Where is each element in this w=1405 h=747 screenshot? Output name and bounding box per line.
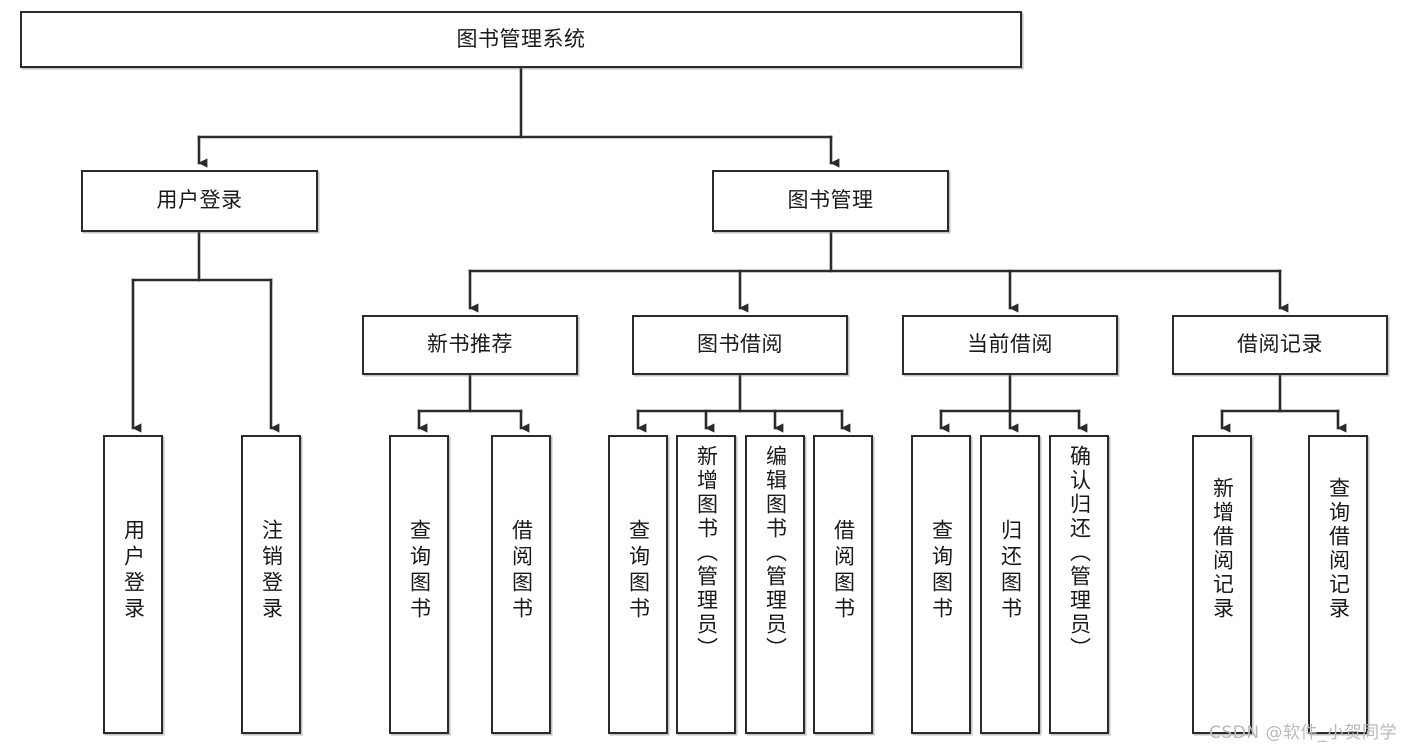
leaf-label-current-borrow-return: 归还图书 xyxy=(998,519,1023,623)
leaf-book-borrow-borrow[interactable]: 借阅图书 xyxy=(813,435,873,734)
leaf-label-book-borrow-borrow: 借阅图书 xyxy=(831,519,856,623)
node-book-management[interactable]: 图书管理 xyxy=(712,170,949,232)
leaf-label-current-borrow-query: 查询图书 xyxy=(929,519,954,623)
watermark-text: CSDN @软件_小贺同学 xyxy=(1209,723,1397,743)
node-label-book-borrow: 图书借阅 xyxy=(697,332,783,357)
leaf-user-login-login[interactable]: 用户登录 xyxy=(103,435,163,734)
leaf-label-current-borrow-confirm-return: 确认归还（管理员） xyxy=(1067,445,1092,661)
leaf-label-borrow-record-add: 新增借阅记录 xyxy=(1210,477,1235,621)
node-borrow-record[interactable]: 借阅记录 xyxy=(1172,315,1388,375)
node-label-borrow-record: 借阅记录 xyxy=(1237,332,1323,357)
leaf-label-user-login-login: 用户登录 xyxy=(121,519,146,623)
node-label-book-management: 图书管理 xyxy=(787,188,874,213)
node-label-new-book-recommend: 新书推荐 xyxy=(427,332,513,357)
leaf-borrow-record-query[interactable]: 查询借阅记录 xyxy=(1308,435,1368,734)
leaf-label-new-book-borrow: 借阅图书 xyxy=(509,519,534,623)
node-new-book-recommend[interactable]: 新书推荐 xyxy=(362,315,578,375)
node-label-root: 图书管理系统 xyxy=(456,26,586,51)
leaf-label-borrow-record-query: 查询借阅记录 xyxy=(1326,477,1351,621)
leaf-book-borrow-add[interactable]: 新增图书（管理员） xyxy=(676,435,736,734)
leaf-label-book-borrow-add: 新增图书（管理员） xyxy=(694,445,719,661)
leaf-new-book-query[interactable]: 查询图书 xyxy=(389,435,449,734)
node-user-login[interactable]: 用户登录 xyxy=(81,170,318,232)
node-label-user-login: 用户登录 xyxy=(156,188,243,213)
leaf-current-borrow-return[interactable]: 归还图书 xyxy=(980,435,1040,734)
leaf-book-borrow-query[interactable]: 查询图书 xyxy=(608,435,668,734)
node-label-current-borrow: 当前借阅 xyxy=(967,332,1053,357)
leaf-label-book-borrow-edit: 编辑图书（管理员） xyxy=(763,445,788,661)
leaf-label-user-login-logout: 注销登录 xyxy=(259,519,284,623)
leaf-label-book-borrow-query: 查询图书 xyxy=(626,519,651,623)
leaf-current-borrow-query[interactable]: 查询图书 xyxy=(911,435,971,734)
node-book-borrow[interactable]: 图书借阅 xyxy=(632,315,848,375)
leaf-label-new-book-query: 查询图书 xyxy=(407,519,432,623)
leaf-current-borrow-confirm-return[interactable]: 确认归还（管理员） xyxy=(1049,435,1109,734)
leaf-borrow-record-add[interactable]: 新增借阅记录 xyxy=(1192,435,1252,734)
leaf-user-login-logout[interactable]: 注销登录 xyxy=(241,435,301,734)
leaf-book-borrow-edit[interactable]: 编辑图书（管理员） xyxy=(745,435,805,734)
node-root-book-management-system[interactable]: 图书管理系统 xyxy=(20,11,1022,68)
node-current-borrow[interactable]: 当前借阅 xyxy=(902,315,1118,375)
leaf-new-book-borrow[interactable]: 借阅图书 xyxy=(491,435,551,734)
